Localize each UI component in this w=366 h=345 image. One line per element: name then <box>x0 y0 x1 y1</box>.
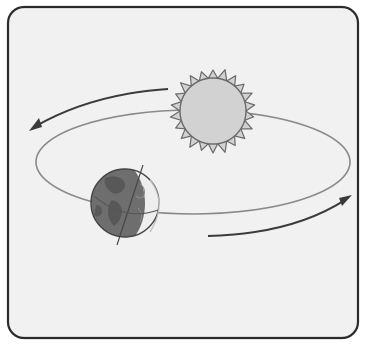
diagram-border <box>8 7 358 338</box>
